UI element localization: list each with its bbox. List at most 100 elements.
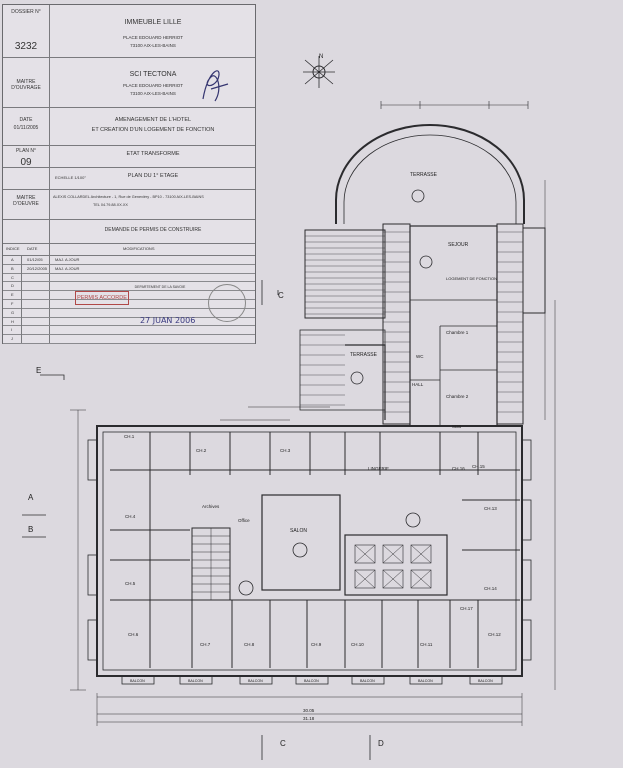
room-label: CH.2 xyxy=(196,448,207,453)
room-label: CH.14 xyxy=(484,586,497,591)
sejour-label: SEJOUR xyxy=(448,242,469,248)
department-text: DEPARTEMENT DE LA SAVOIE xyxy=(134,285,186,289)
room-label: CH.17 xyxy=(460,606,473,611)
room-label: CH.9 xyxy=(311,642,322,647)
maitre-address-1: PLACE EDOUARD HERRIOT xyxy=(122,83,183,88)
office-label: Office xyxy=(238,518,250,523)
modification-row: J xyxy=(3,334,255,344)
modification-row: I xyxy=(3,325,255,336)
total-width-dim-2: 30.05 xyxy=(303,708,315,713)
section-d-label: D xyxy=(378,739,384,748)
mods-col-line xyxy=(21,255,22,343)
section-c-top-label: C xyxy=(278,291,284,300)
balcon-label: BALCON xyxy=(188,679,203,683)
demande: DEMANDE DE PERMIS DE CONSTRUIRE xyxy=(104,227,202,233)
room-label: CH.15 xyxy=(472,464,485,469)
modification-row: B 20/12/2005 MAJ. A JOUR xyxy=(3,264,255,274)
room-label: CH.12 xyxy=(488,632,501,637)
signature xyxy=(202,70,229,102)
project-title: IMMEUBLE LILLE xyxy=(124,19,182,26)
mod-date-label: DATE xyxy=(27,246,38,251)
oeuvre-row: MAITRE D'OEUVRE ALEXIS COLLARDEL Archite… xyxy=(3,189,255,220)
modification-indice: F xyxy=(11,301,14,306)
modification-indice: D xyxy=(11,283,14,289)
project-address-2: 73100 AIX-LES-BAINS xyxy=(130,43,176,48)
room-label: CH.6 xyxy=(128,632,139,637)
terrasse-mid-label: TERRASSE xyxy=(350,352,378,358)
modification-text: MAJ. A JOUR xyxy=(55,265,80,271)
echelle: ECHELLE 1/100° xyxy=(55,175,86,180)
balcon-label: BALCON xyxy=(304,679,319,683)
modification-indice: I xyxy=(11,327,13,333)
modification-indice: J xyxy=(11,336,13,342)
wc-label: WC xyxy=(416,354,424,359)
terrasse-top-label: TERRASSE xyxy=(410,172,438,178)
modifications-label: MODIFICATIONS xyxy=(123,246,155,251)
official-seal xyxy=(208,284,246,322)
room-label: CH.13 xyxy=(484,506,497,511)
oeuvre-tel: TEL 04.79.88.XX.XX xyxy=(93,203,128,207)
north-compass-icon xyxy=(303,56,335,88)
dossier-label: DOSSIER N° xyxy=(11,9,41,15)
date-row: DATE 01/11/2005 AMENAGEMENT DE L'HOTEL E… xyxy=(3,107,255,146)
total-width-dim: 31.18 xyxy=(303,716,315,721)
maitre-name: SCI TECTONA xyxy=(129,71,177,78)
modification-indice: B xyxy=(11,265,14,271)
modification-indice: G xyxy=(11,309,15,315)
modification-row: E xyxy=(3,290,255,300)
mods-header: INDICE DATE MODIFICATIONS xyxy=(3,243,255,256)
maitre-row: MAITRE D'OUVRAGE SCI TECTONA PLACE EDOUA… xyxy=(3,57,255,108)
room-label: CH.1 xyxy=(124,434,135,439)
demande-row: DEMANDE DE PERMIS DE CONSTRUIRE xyxy=(3,219,255,244)
section-b-label: B xyxy=(28,525,33,534)
modification-row: C xyxy=(3,273,255,283)
modification-indice: H xyxy=(11,318,14,324)
modification-indice: C xyxy=(11,274,14,280)
date-value: 01/11/2005 xyxy=(13,125,39,131)
lingerie-label: LINGERIE xyxy=(368,466,389,471)
modification-indice: E xyxy=(11,292,14,298)
dossier-number: 3232 xyxy=(14,41,38,52)
hall-label: HALL xyxy=(412,382,424,387)
modification-indice: A xyxy=(11,257,14,262)
balcon-label: BALCON xyxy=(478,679,493,683)
archives-label: Archives xyxy=(202,504,220,509)
plan-number: 09 xyxy=(20,157,32,168)
dossier-row: DOSSIER N° 3232 IMMEUBLE LILLE PLACE EDO… xyxy=(3,5,255,58)
modification-row: F xyxy=(3,299,255,309)
room-label: CH.5 xyxy=(125,581,136,586)
plan-number-label: PLAN N° xyxy=(15,148,37,154)
modification-row: A 01/12/05 MAJ. A JOUR xyxy=(3,255,255,265)
room-label: CH.7 xyxy=(200,642,211,647)
room-label: CH.3 xyxy=(280,448,291,453)
modification-date: 20/12/2005 xyxy=(27,265,48,271)
sdb-label: SDB xyxy=(452,424,461,429)
oeuvre-text: ALEXIS COLLARDEL Architecture - 1, Rue d… xyxy=(53,195,204,199)
title-block: DOSSIER N° 3232 IMMEUBLE LILLE PLACE EDO… xyxy=(2,4,256,344)
modification-row: G xyxy=(3,308,255,318)
modification-date: 01/12/05 xyxy=(27,257,43,262)
balcon-label: BALCON xyxy=(130,679,145,683)
modification-row: H xyxy=(3,317,255,327)
modification-text: MAJ. A JOUR xyxy=(55,257,80,262)
project-address-1: PLACE EDOUARD HERRIOT xyxy=(122,35,183,40)
section-a-label: A xyxy=(28,493,34,502)
balcon-label: BALCON xyxy=(418,679,433,683)
room-label: CH.11 xyxy=(420,642,433,647)
oeuvre-label: MAITRE D'OEUVRE xyxy=(13,195,39,207)
indice-label: INDICE xyxy=(6,246,20,251)
room-label: CH.8 xyxy=(244,642,255,647)
plan-row-1: PLAN N° ETAT TRANSFORME xyxy=(3,145,255,168)
modification-row: D xyxy=(3,281,255,292)
balcon-label: BALCON xyxy=(360,679,375,683)
permit-date: 27 JUAN 2006 xyxy=(140,316,196,325)
salon-label: SALON xyxy=(290,528,307,534)
room-label: CH.16 xyxy=(452,466,465,471)
chambre2-label: Chambre 2 xyxy=(446,394,469,399)
room-label: CH.10 xyxy=(351,642,364,647)
chambre1-label: Chambre 1 xyxy=(446,330,469,335)
logement-label: LOGEMENT DE FONCTION xyxy=(446,276,497,281)
maitre-address-2: 73100 AIX-LES-BAINS xyxy=(130,91,176,96)
